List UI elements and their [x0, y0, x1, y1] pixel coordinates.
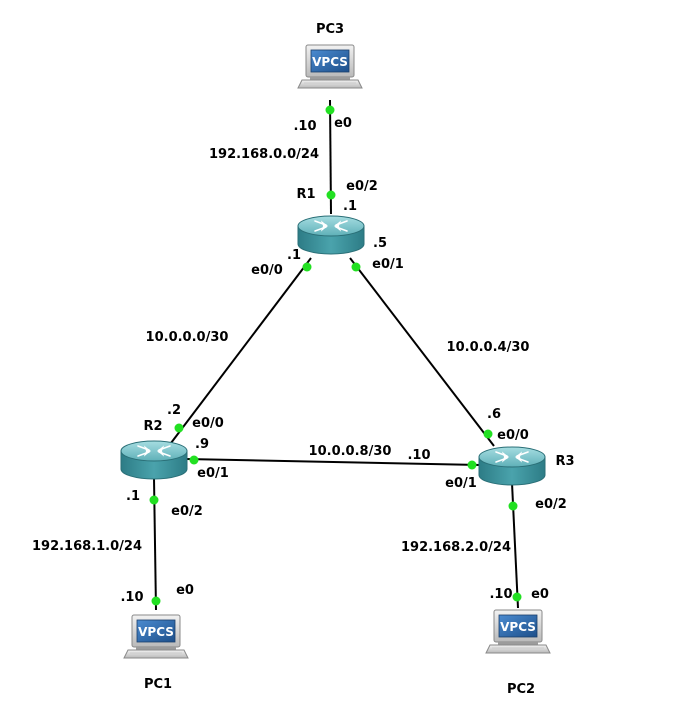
link-r1-r3[interactable] — [349, 257, 495, 447]
port-dot-r3-e0-1 — [467, 460, 477, 470]
subnet-labels: 192.168.0.0/24 10.0.0.0/30 10.0.0.4/30 1… — [32, 147, 529, 555]
links — [153, 99, 519, 611]
port-dot-r3-e0-2 — [508, 501, 518, 511]
link-r2-r3[interactable] — [185, 458, 481, 466]
pc1-node[interactable]: VPCS — [123, 614, 189, 659]
interface-label-pc2-e0: e0 — [531, 587, 549, 602]
device-label-r2: R2 — [143, 419, 162, 434]
device-label-r3: R3 — [555, 454, 574, 469]
host-label-r1-e0-0: .1 — [287, 248, 301, 263]
host-label-r1-e0-1: .5 — [373, 236, 387, 251]
host-label-r2-e0-1: .9 — [195, 437, 209, 452]
port-dot-r3-e0-0 — [483, 429, 493, 439]
port-dot-r1-e0-2 — [326, 190, 336, 200]
vpcs-badge: VPCS — [138, 625, 174, 639]
router-icon — [120, 440, 188, 480]
device-labels: PC3 R1 R2 R3 PC1 PC2 — [143, 22, 574, 697]
subnet-label-r2-r3: 10.0.0.8/30 — [309, 444, 392, 459]
host-label-r1-e0-2: .1 — [343, 199, 357, 214]
host-label-r2-e0-2: .1 — [126, 489, 140, 504]
host-label-pc1: .10 — [120, 590, 143, 605]
interface-label-r1-e0-1: e0/1 — [372, 257, 404, 272]
r2-node[interactable] — [120, 440, 188, 480]
subnet-label-r1-r2: 10.0.0.0/30 — [146, 330, 229, 345]
device-label-r1: R1 — [296, 187, 315, 202]
device-label-pc1: PC1 — [144, 677, 172, 692]
interface-label-r1-e0-0: e0/0 — [251, 263, 283, 278]
port-dot-r1-e0-1 — [351, 262, 361, 272]
vpcs-badge: VPCS — [312, 55, 348, 69]
interface-label-r2-e0-1: e0/1 — [197, 466, 229, 481]
subnet-label-pc3-r1: 192.168.0.0/24 — [209, 147, 319, 162]
port-dot-r2-e0-0 — [174, 423, 184, 433]
interface-label-pc3-e0: e0 — [334, 116, 352, 131]
router-icon — [478, 446, 546, 486]
port-dot-pc3-e0 — [325, 105, 335, 115]
interface-labels: e0 e0/2 e0/0 e0/1 e0/0 e0/1 e0/2 e0 e0/0… — [171, 116, 567, 602]
r1-node[interactable] — [297, 215, 365, 255]
vpcs-badge: VPCS — [500, 620, 536, 634]
port-dot-r2-e0-2 — [149, 495, 159, 505]
host-label-r2-e0-0: .2 — [167, 403, 181, 418]
host-label-r3-e0-1: .10 — [407, 448, 430, 463]
port-dot-pc1-e0 — [151, 596, 161, 606]
router-icon — [297, 215, 365, 255]
port-indicators — [149, 105, 522, 606]
subnet-label-r3-pc2: 192.168.2.0/24 — [401, 540, 511, 555]
interface-label-r3-e0-0: e0/0 — [497, 428, 529, 443]
host-label-pc3: .10 — [293, 119, 316, 134]
port-dot-r1-e0-0 — [302, 262, 312, 272]
device-label-pc3: PC3 — [316, 22, 344, 37]
interface-label-pc1-e0: e0 — [176, 583, 194, 598]
port-dot-r2-e0-1 — [189, 455, 199, 465]
host-label-r3-e0-0: .6 — [487, 407, 501, 422]
interface-label-r1-e0-2: e0/2 — [346, 179, 378, 194]
interface-label-r2-e0-2: e0/2 — [171, 504, 203, 519]
r3-node[interactable] — [478, 446, 546, 486]
interface-label-r2-e0-0: e0/0 — [192, 416, 224, 431]
port-dot-pc2-e0 — [512, 592, 522, 602]
pc2-node[interactable]: VPCS — [485, 609, 551, 654]
subnet-label-r2-pc1: 192.168.1.0/24 — [32, 539, 142, 554]
interface-label-r3-e0-2: e0/2 — [535, 497, 567, 512]
interface-label-r3-e0-1: e0/1 — [445, 476, 477, 491]
host-address-labels: .10 .1 .1 .5 .2 .9 .1 .10 .6 .10 .10 — [120, 119, 512, 605]
subnet-label-r1-r3: 10.0.0.4/30 — [447, 340, 530, 355]
host-label-pc2: .10 — [489, 587, 512, 602]
link-r1-r2[interactable] — [170, 257, 312, 444]
device-label-pc2: PC2 — [507, 682, 535, 697]
pc3-node[interactable]: VPCS — [297, 44, 363, 89]
